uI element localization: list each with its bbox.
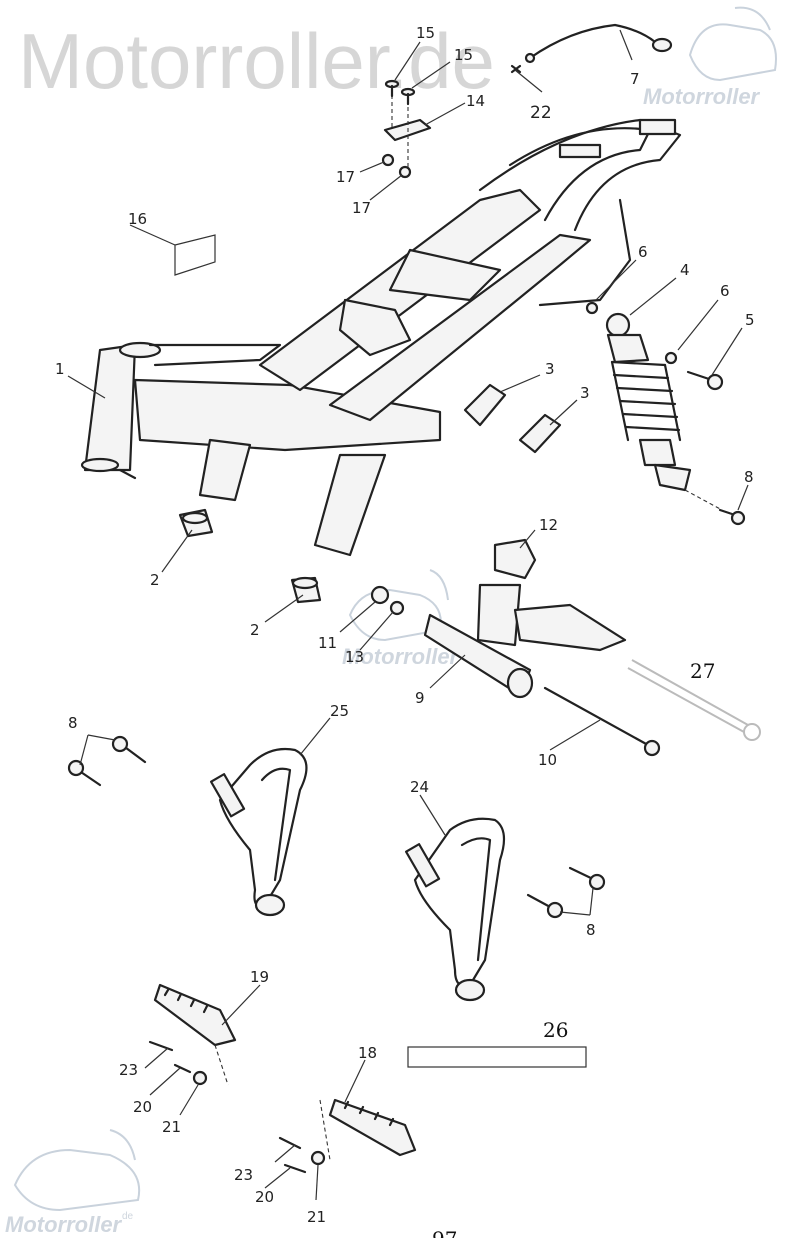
part-bolt-27 — [627, 659, 761, 741]
part-frame — [80, 118, 682, 557]
callout-17b: 17 — [352, 199, 371, 217]
part-nut-17a — [381, 153, 395, 167]
callout-8c: 8 — [586, 921, 596, 939]
part-label-16 — [174, 234, 216, 276]
callout-15a: 15 — [416, 24, 435, 42]
callout-26: 26 — [543, 1018, 568, 1042]
part-cable-7 — [524, 23, 673, 64]
part-screws-15 — [384, 79, 416, 106]
callout-15b: 15 — [454, 46, 473, 64]
page-number: 97 — [432, 1227, 457, 1238]
callout-11: 11 — [318, 634, 337, 652]
callout-8b: 8 — [68, 714, 78, 732]
watermark-badge-top: Motorroller — [643, 6, 777, 109]
callout-4: 4 — [680, 261, 690, 279]
part-bracket-14 — [383, 95, 432, 168]
part-washer-13 — [389, 600, 405, 616]
callout-16: 16 — [128, 210, 147, 228]
watermark-badge-suffix: de — [122, 1211, 134, 1222]
callout-2a: 2 — [150, 571, 160, 589]
part-bushing-2b — [290, 576, 322, 604]
callout-6b: 6 — [720, 282, 730, 300]
part-nut-11 — [370, 585, 390, 605]
callout-24: 24 — [410, 778, 429, 796]
watermark-badge-text: Motorroller — [643, 84, 761, 109]
callout-6a: 6 — [638, 243, 648, 261]
part-footpeg-18 — [328, 1098, 417, 1157]
part-bolt-8a — [684, 489, 746, 526]
callout-9: 9 — [415, 689, 425, 707]
callout-10: 10 — [538, 751, 557, 769]
part-bolts-8c — [526, 866, 606, 919]
callout-12: 12 — [539, 516, 558, 534]
callout-18: 18 — [358, 1044, 377, 1062]
callout-1: 1 — [55, 360, 65, 378]
callout-7: 7 — [630, 70, 640, 88]
part-bolts-8b — [67, 735, 147, 787]
callout-23b: 23 — [234, 1166, 253, 1184]
watermark-badge-bottom: Motorroller de — [5, 1129, 141, 1237]
part-washer-6a — [585, 301, 599, 315]
part-rubber-12 — [493, 538, 537, 580]
callout-3b: 3 — [580, 384, 590, 402]
callout-20a: 20 — [133, 1098, 152, 1116]
callout-13: 13 — [345, 648, 364, 666]
callout-8a: 8 — [744, 468, 754, 486]
callout-19: 19 — [250, 968, 269, 986]
part-engine-hanger — [423, 583, 627, 699]
part-handle-25 — [209, 747, 308, 917]
callout-25: 25 — [330, 702, 349, 720]
leader-lines — [67, 29, 749, 1201]
part-26-box — [407, 1046, 587, 1068]
callout-22: 22 — [530, 103, 552, 123]
watermark-main: Motorroller.de — [18, 17, 495, 105]
watermark-badge-bottom-text: Motorroller — [5, 1212, 123, 1237]
callout-2b: 2 — [250, 621, 260, 639]
callout-17a: 17 — [336, 168, 355, 186]
part-bolt-5 — [686, 370, 724, 391]
callout-3a: 3 — [545, 360, 555, 378]
part-footpeg-19 — [153, 983, 237, 1047]
callout-23a: 23 — [119, 1061, 138, 1079]
part-handle-24 — [404, 817, 506, 1002]
part-pins-20-23 — [148, 1040, 331, 1174]
part-washer-6b — [664, 351, 678, 365]
callout-21b: 21 — [307, 1208, 326, 1226]
callout-5: 5 — [745, 311, 755, 329]
part-clip-22 — [510, 64, 522, 74]
callout-21a: 21 — [162, 1118, 181, 1136]
part-bushing-2a — [178, 508, 214, 538]
part-bolt-10 — [543, 686, 661, 757]
part-pad-3a — [463, 383, 507, 427]
part-nut-17b — [398, 165, 412, 179]
callout-20b: 20 — [255, 1188, 274, 1206]
part-shock-absorber — [605, 312, 692, 492]
callout-14: 14 — [466, 92, 485, 110]
callout-27: 27 — [690, 659, 715, 683]
